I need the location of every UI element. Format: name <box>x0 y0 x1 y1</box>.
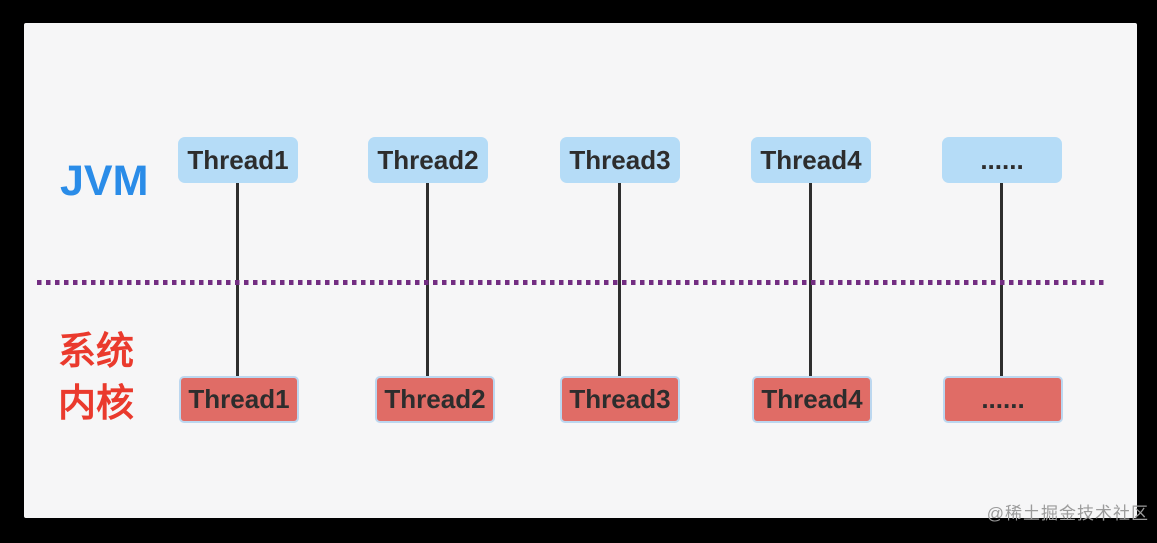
jvm-thread-box-ellipsis: ...... <box>942 137 1062 183</box>
diagram-card-background <box>24 23 1137 518</box>
kernel-thread-box-1: Thread1 <box>179 376 299 423</box>
user-kernel-divider-dotted-line <box>37 280 1107 285</box>
kernel-thread-box-ellipsis: ...... <box>943 376 1063 423</box>
jvm-thread-box-3: Thread3 <box>560 137 680 183</box>
jvm-thread-box-4: Thread4 <box>751 137 871 183</box>
kernel-thread-box-4: Thread4 <box>752 376 872 423</box>
kernel-label-line2: 内核 <box>58 383 135 425</box>
kernel-section-label: 系统 内核 <box>58 326 148 430</box>
jvm-thread-box-2: Thread2 <box>368 137 488 183</box>
kernel-label-line1: 系统 <box>58 331 135 373</box>
kernel-thread-box-3: Thread3 <box>560 376 680 423</box>
juejin-watermark: @稀土掘金技术社区 <box>986 504 1149 523</box>
jvm-section-label: JVM <box>60 157 149 205</box>
jvm-thread-box-1: Thread1 <box>178 137 298 183</box>
kernel-thread-box-2: Thread2 <box>375 376 495 423</box>
